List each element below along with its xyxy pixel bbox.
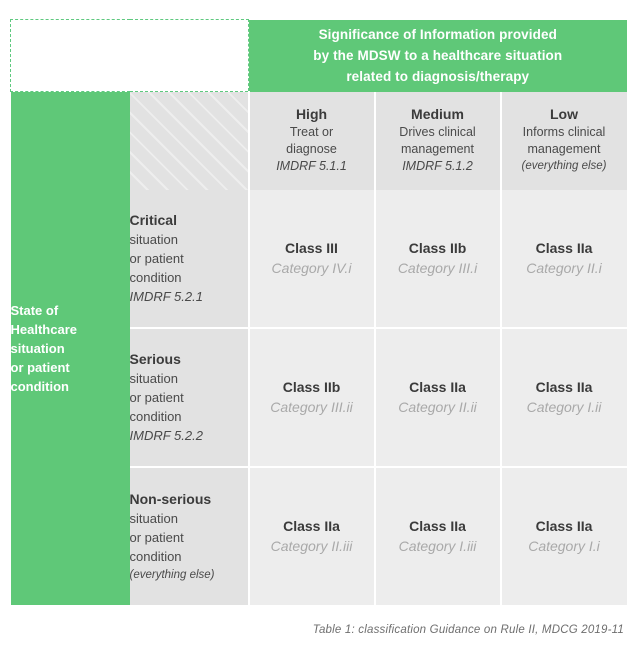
column-header-high-desc-2: diagnose — [286, 142, 337, 157]
row-label-critical-desc-1: situation — [129, 232, 178, 248]
column-header-low: Low Informs clinical management (everyth… — [500, 91, 627, 190]
column-header-low-desc-2: management — [527, 142, 601, 157]
row-label-serious-ref: IMDRF 5.2.2 — [129, 428, 203, 444]
cell-critical-medium: Class IIb Category III.i — [374, 189, 502, 328]
cell-non-serious-low-class: Class IIa — [535, 518, 593, 534]
hatched-placeholder-cell — [129, 91, 250, 190]
row-label-critical-title: Critical — [129, 212, 177, 229]
cell-serious-medium-class: Class IIa — [409, 378, 466, 395]
state-axis-line-1: State of — [10, 303, 59, 318]
column-header-medium-desc-1: Drives clinical — [399, 125, 476, 140]
column-header-low-title: Low — [550, 106, 578, 123]
cell-critical-medium-class: Class IIb — [408, 239, 467, 256]
column-header-high-ref: IMDRF 5.1.1 — [276, 159, 347, 174]
column-header-high-desc-1: Treat or — [289, 125, 334, 140]
row-label-non-serious-desc-2: or patient — [129, 529, 184, 545]
cell-serious-high-class: Class IIb — [282, 378, 341, 395]
cell-serious-low-class: Class IIa — [535, 378, 593, 395]
cell-non-serious-low-category: Category I.i — [528, 538, 600, 554]
row-label-serious-desc-1: situation — [129, 371, 178, 387]
row-label-critical: Critical situation or patient condition … — [129, 189, 250, 328]
cell-serious-high: Class IIb Category III.ii — [248, 326, 376, 467]
cell-critical-low: Class IIa Category II.i — [500, 189, 627, 328]
cell-serious-low-category: Category I.ii — [526, 398, 602, 415]
row-label-serious-title: Serious — [129, 351, 181, 368]
column-header-high: High Treat or diagnose IMDRF 5.1.1 — [248, 91, 376, 190]
matrix-banner-row: Significance of Information provided by … — [10, 19, 627, 92]
significance-header-cell: Significance of Information provided by … — [248, 19, 627, 92]
cell-non-serious-high-category: Category II.iii — [270, 538, 353, 554]
cell-non-serious-medium-category: Category I.iii — [398, 538, 477, 554]
classification-matrix: Significance of Information provided by … — [10, 19, 627, 605]
state-of-healthcare-axis-label: State of Healthcare situation or patient… — [10, 91, 130, 605]
cell-critical-medium-category: Category III.i — [397, 259, 478, 276]
state-axis-line-4: or patient — [10, 360, 70, 375]
row-label-critical-ref: IMDRF 5.2.1 — [129, 289, 203, 305]
row-label-non-serious: Non-serious situation or patient conditi… — [129, 466, 250, 605]
row-label-critical-desc-3: condition — [129, 270, 182, 286]
row-label-non-serious-title: Non-serious — [129, 490, 212, 507]
column-header-medium-desc-2: management — [401, 142, 474, 157]
matrix-row-non-serious: Non-serious situation or patient conditi… — [11, 466, 627, 605]
cell-critical-high: Class III Category IV.i — [248, 189, 376, 328]
cell-non-serious-high: Class IIa Category II.iii — [248, 466, 376, 605]
column-header-medium-ref: IMDRF 5.1.2 — [402, 159, 473, 174]
cell-serious-medium-category: Category II.ii — [398, 398, 477, 415]
matrix-column-header-row: State of Healthcare situation or patient… — [10, 91, 627, 605]
corner-empty-cell — [10, 19, 249, 92]
column-header-medium-title: Medium — [411, 106, 464, 123]
significance-header-line-2: by the MDSW to a healthcare situation — [313, 48, 563, 63]
row-label-serious: Serious situation or patient condition I… — [129, 326, 250, 467]
row-label-non-serious-desc-1: situation — [129, 510, 178, 526]
cell-non-serious-medium: Class IIa Category I.iii — [374, 466, 502, 605]
cell-non-serious-high-class: Class IIa — [283, 518, 340, 534]
cell-serious-medium: Class IIa Category II.ii — [374, 326, 502, 467]
cell-non-serious-low: Class IIa Category I.i — [500, 466, 627, 605]
cell-serious-low: Class IIa Category I.ii — [500, 326, 627, 467]
state-axis-line-3: situation — [10, 341, 65, 356]
cell-critical-low-category: Category II.i — [526, 259, 602, 276]
cell-critical-high-category: Category IV.i — [271, 259, 352, 276]
matrix-row-critical: Critical situation or patient condition … — [11, 189, 627, 328]
cell-critical-high-class: Class III — [285, 239, 338, 256]
state-axis-line-2: Healthcare — [10, 322, 77, 337]
state-axis-line-5: condition — [10, 379, 70, 394]
matrix-row-serious: Serious situation or patient condition I… — [11, 326, 627, 467]
row-label-non-serious-ref: (everything else) — [129, 568, 215, 581]
row-label-critical-desc-2: or patient — [129, 251, 184, 267]
row-label-serious-desc-2: or patient — [129, 390, 184, 406]
significance-header-line-3: related to diagnosis/therapy — [346, 69, 530, 84]
column-header-low-ref: (everything else) — [521, 160, 607, 173]
column-header-medium: Medium Drives clinical management IMDRF … — [374, 91, 502, 190]
cell-serious-high-category: Category III.ii — [270, 398, 353, 415]
cell-non-serious-medium-class: Class IIa — [409, 518, 466, 534]
classification-matrix-wrapper: Significance of Information provided by … — [10, 19, 627, 605]
significance-header-line-1: Significance of Information provided — [318, 27, 557, 42]
row-label-serious-desc-3: condition — [129, 409, 182, 425]
table-caption: Table 1: classification Guidance on Rule… — [312, 624, 624, 636]
column-header-low-desc-1: Informs clinical — [522, 125, 606, 140]
column-header-high-title: High — [295, 106, 328, 123]
cell-critical-low-class: Class IIa — [535, 239, 593, 256]
row-label-non-serious-desc-3: condition — [129, 548, 182, 564]
